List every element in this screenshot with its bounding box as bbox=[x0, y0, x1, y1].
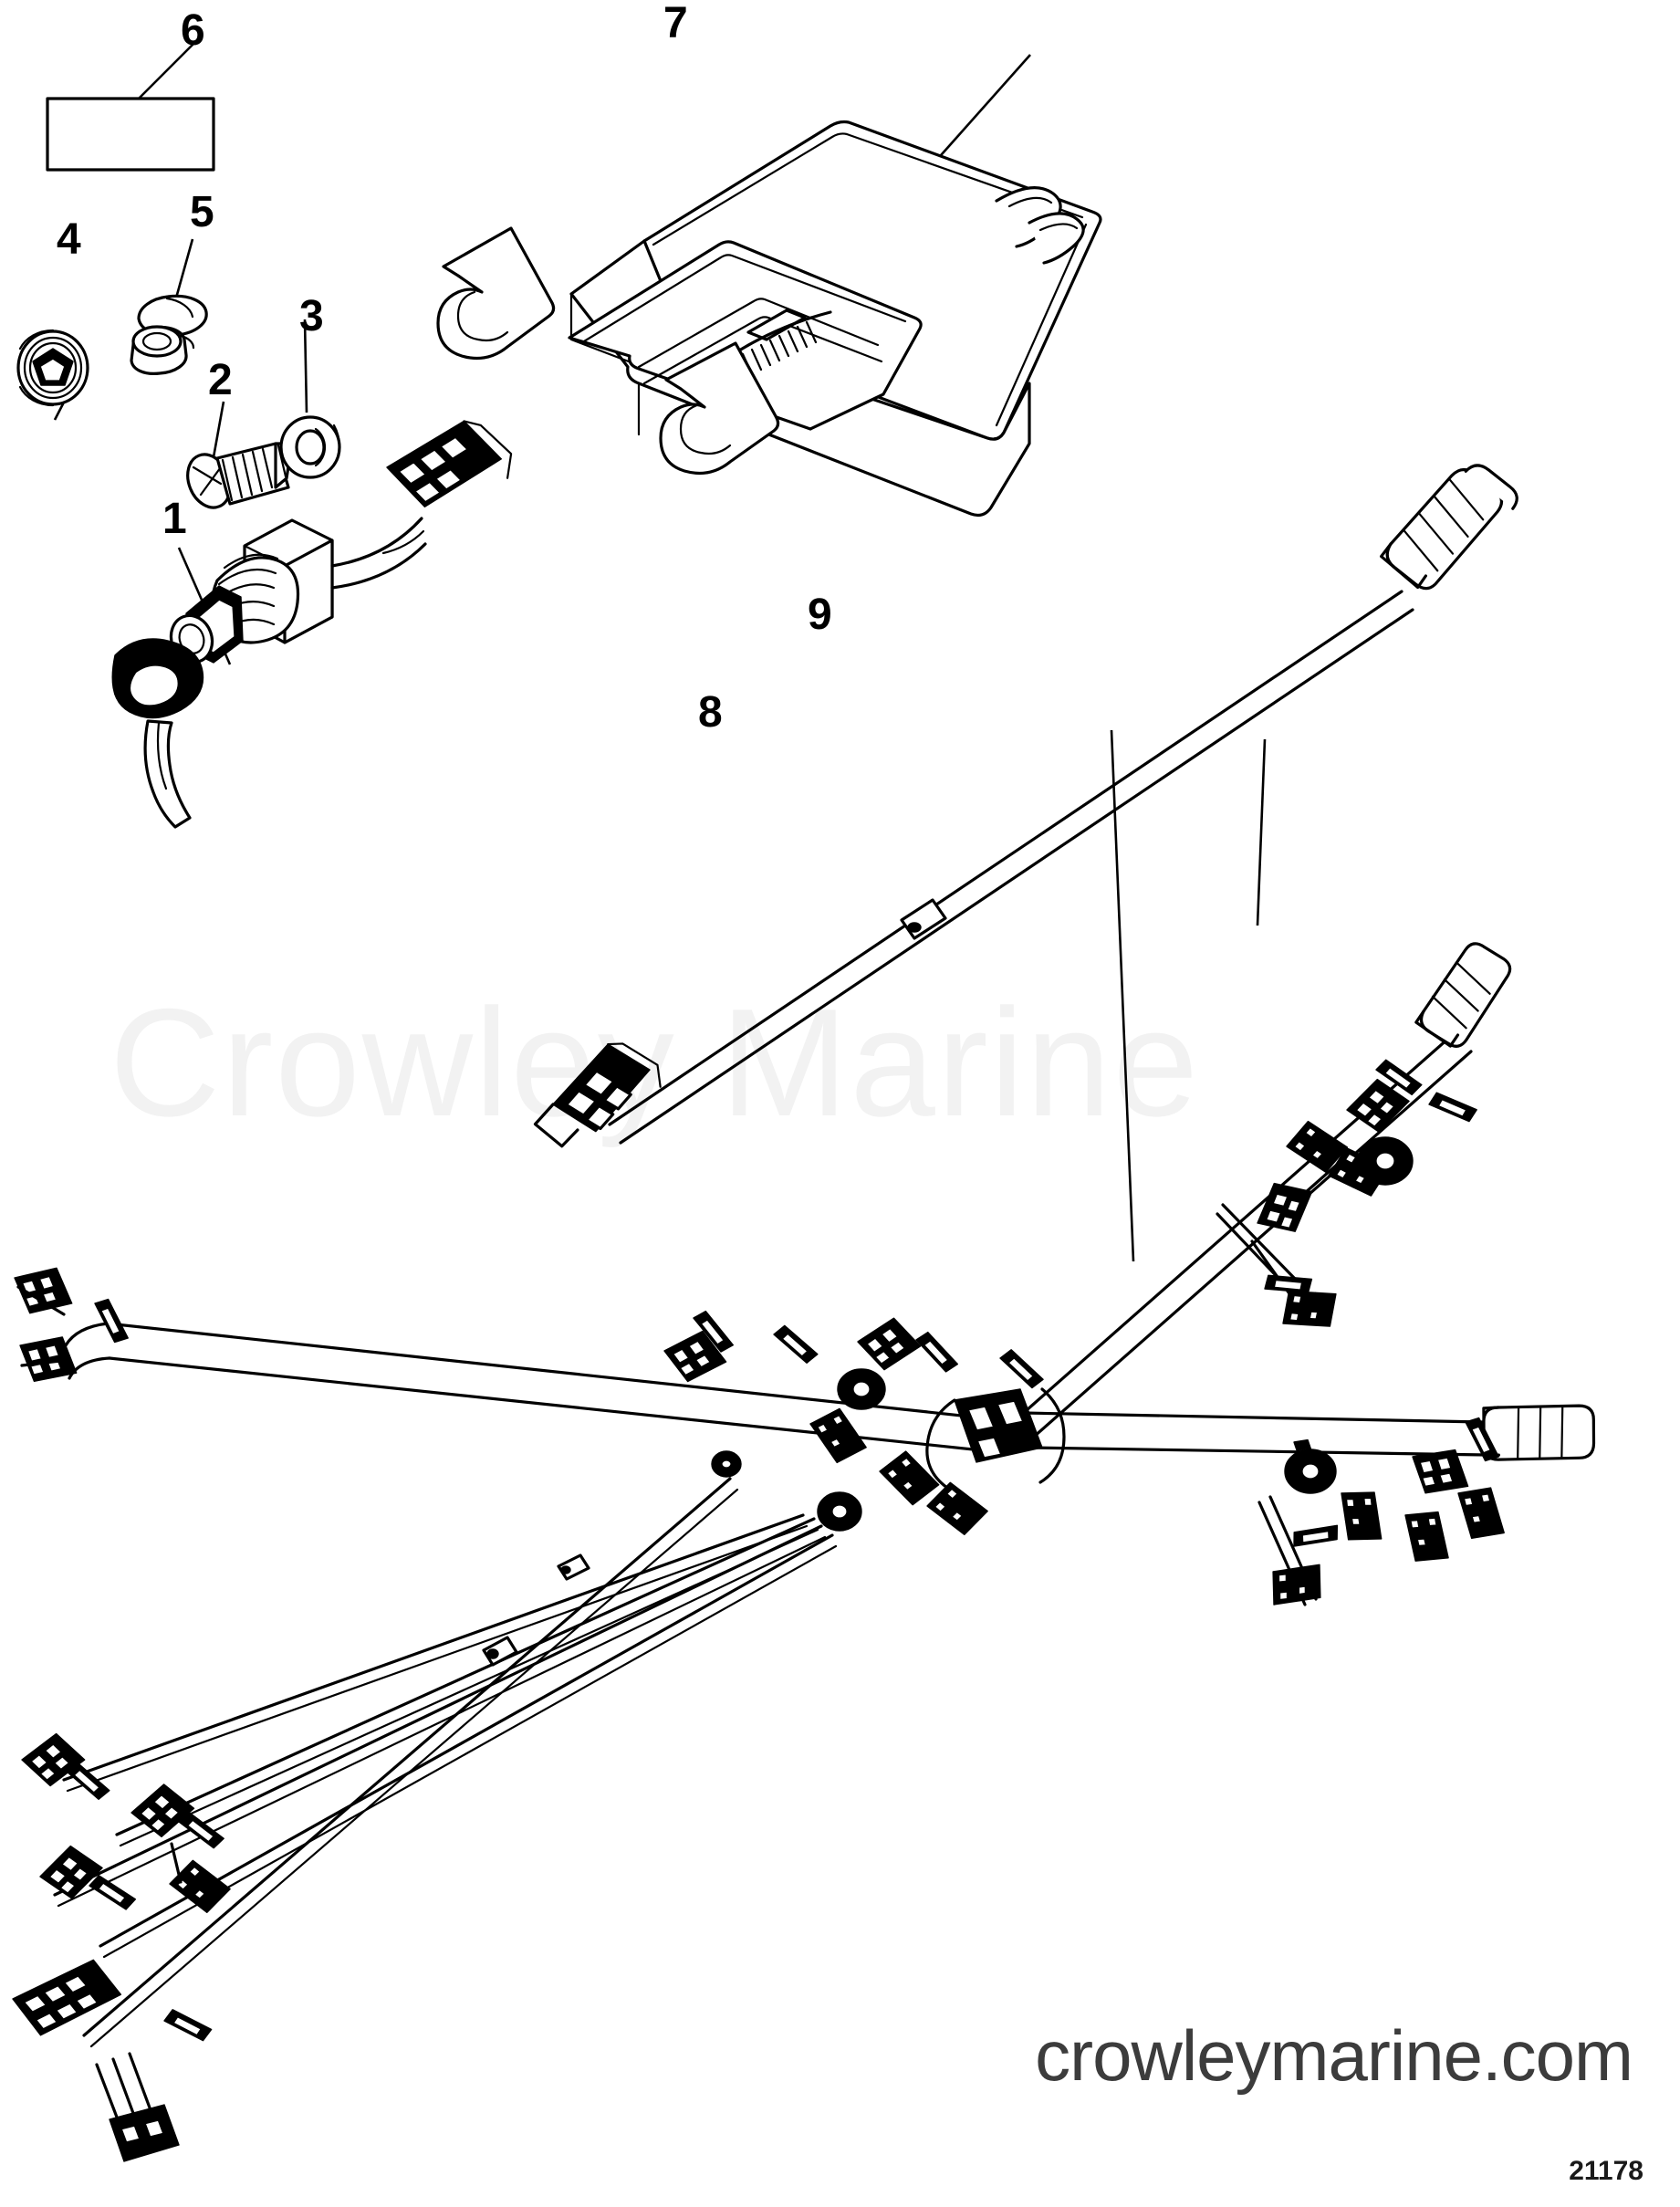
part-5-grommet-bushing bbox=[130, 238, 208, 375]
part-6-decal-label bbox=[46, 43, 215, 172]
part-9-adapter-harness bbox=[533, 464, 1518, 1148]
part-2-screw bbox=[186, 401, 294, 509]
brand-crowleymarine-com: crowleymarine.com bbox=[1035, 2015, 1633, 2096]
diagram-number: 21178 bbox=[1569, 2156, 1643, 2186]
part-8-engine-wiring-harness bbox=[8, 729, 1596, 2162]
part-7-engine-control-module bbox=[436, 54, 1102, 518]
callout-7: 7 bbox=[663, 0, 688, 47]
part-1-ignition-key-switch bbox=[111, 420, 513, 829]
part-4-cap-plug bbox=[16, 329, 89, 421]
callout-9: 9 bbox=[808, 591, 832, 639]
callout-2: 2 bbox=[208, 356, 233, 404]
callout-4: 4 bbox=[57, 215, 81, 264]
callout-3: 3 bbox=[299, 292, 324, 340]
callout-8: 8 bbox=[698, 688, 723, 737]
part-3-washer bbox=[279, 319, 341, 479]
callout-6: 6 bbox=[181, 6, 205, 55]
callout-5: 5 bbox=[190, 188, 214, 236]
callout-1: 1 bbox=[162, 495, 187, 543]
